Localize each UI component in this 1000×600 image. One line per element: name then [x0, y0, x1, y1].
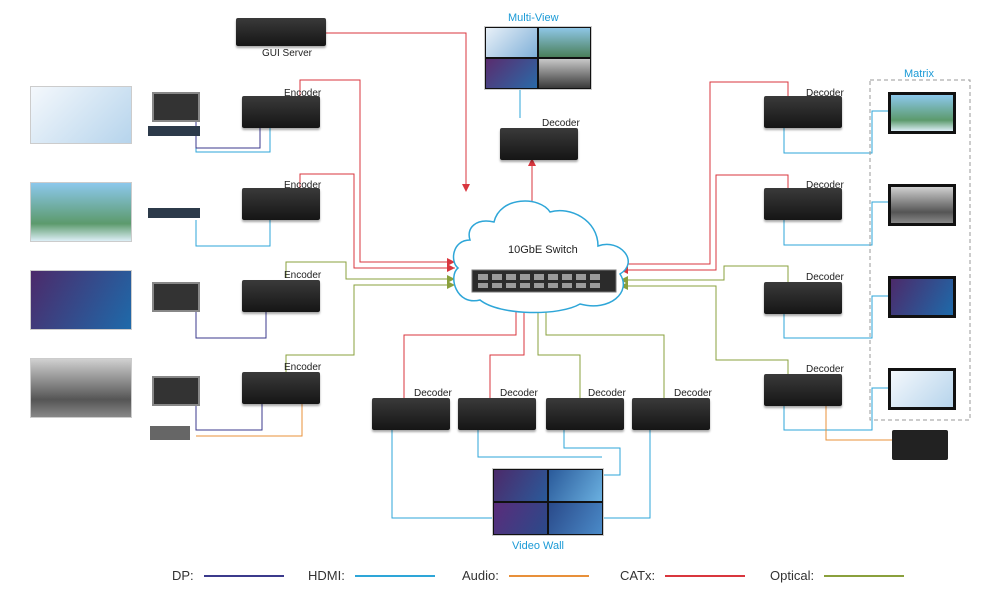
matrix-frame — [869, 79, 971, 421]
media-player-2 — [148, 208, 200, 218]
hdmi-wire-m2 — [783, 201, 888, 246]
hdmi-wire-enc2 — [195, 216, 271, 247]
multi-view-display — [484, 26, 592, 90]
hdmi-wire-wall3 — [563, 430, 621, 476]
catx-wire-wall2 — [489, 305, 525, 408]
matrix-display-car — [888, 184, 956, 226]
encoder-4-label: Encoder — [284, 362, 322, 373]
video-wall-title: Video Wall — [512, 540, 564, 552]
optical-wire-wall3 — [537, 305, 581, 408]
hdmi-wire-wall4 — [602, 430, 651, 519]
legend-line-audio — [508, 574, 589, 577]
matrix-display-flower — [888, 276, 956, 318]
laptop-3 — [152, 282, 200, 312]
matrix-decoder-2 — [764, 188, 842, 220]
hdmi-wire-m1 — [783, 110, 888, 154]
media-player-1 — [148, 126, 200, 136]
wall-decoder-4 — [632, 398, 710, 430]
switch-label: 10GbE Switch — [508, 244, 578, 256]
legend-item-dp: DP: — [172, 568, 284, 583]
matrix-decoder-4 — [764, 374, 842, 406]
wall-decoder-3-label: Decoder — [588, 388, 626, 399]
source-image-car — [30, 358, 132, 418]
optical-wire-enc4 — [285, 284, 455, 372]
matrix-display-lake — [888, 92, 956, 134]
source-image-lake — [30, 182, 132, 242]
optical-wire-mdec4 — [620, 285, 789, 384]
multi-view-decoder — [500, 128, 578, 160]
video-wall-display — [492, 468, 604, 536]
wall-decoder-2 — [458, 398, 536, 430]
source-image-chart — [30, 86, 132, 144]
wall-decoder-2-label: Decoder — [500, 388, 538, 399]
wall-decoder-4-label: Decoder — [674, 388, 712, 399]
legend-line-hdmi — [354, 574, 435, 577]
encoder-3 — [242, 280, 320, 312]
hdmi-wire-m4 — [783, 387, 888, 431]
encoder-4 — [242, 372, 320, 404]
encoder-1-label: Encoder — [284, 88, 322, 99]
laptop-4 — [152, 376, 200, 406]
hdmi-wire-wall1 — [391, 430, 492, 519]
network-switch — [471, 269, 617, 293]
optical-wire-wall4 — [545, 305, 665, 408]
cloud-shape — [452, 200, 629, 314]
legend-label-optical: Optical: — [770, 568, 815, 583]
legend-label-hdmi: HDMI: — [308, 568, 345, 583]
legend-line-dp — [203, 574, 284, 577]
dp-wire-enc3 — [195, 308, 267, 339]
legend-item-hdmi: HDMI: — [308, 568, 435, 583]
source-image-flower — [30, 270, 132, 330]
matrix-decoder-2-label: Decoder — [806, 180, 844, 191]
catx-wire-mdec2 — [620, 174, 789, 271]
matrix-title: Matrix — [904, 68, 934, 80]
wall-decoder-1 — [372, 398, 450, 430]
dp-wire-enc4 — [195, 402, 263, 431]
legend-label-audio: Audio: — [462, 568, 499, 583]
catx-wire-wall1 — [403, 305, 517, 408]
legend-item-optical: Optical: — [770, 568, 905, 583]
wall-decoder-3 — [546, 398, 624, 430]
matrix-decoder-3 — [764, 282, 842, 314]
matrix-decoder-4-label: Decoder — [806, 364, 844, 375]
legend-label-dp: DP: — [172, 568, 194, 583]
matrix-decoder-1-label: Decoder — [806, 88, 844, 99]
laptop-1 — [152, 92, 200, 122]
encoder-2-label: Encoder — [284, 180, 322, 191]
optical-wire-enc3 — [285, 261, 455, 280]
gui-server-label: GUI Server — [262, 48, 313, 59]
legend-item-audio: Audio: — [462, 568, 589, 583]
encoder-2 — [242, 188, 320, 220]
legend-line-optical — [824, 574, 905, 577]
audio-wire-m4 — [825, 404, 892, 441]
catx-wire-mdec1 — [620, 81, 789, 265]
multi-view-title: Multi-View — [508, 12, 559, 24]
matrix-decoder-3-label: Decoder — [806, 272, 844, 283]
hdmi-wire-wall2 — [477, 430, 602, 458]
encoder-1 — [242, 96, 320, 128]
legend-label-catx: CATx: — [620, 568, 656, 583]
gui-server-device — [236, 18, 326, 46]
wall-decoder-1-label: Decoder — [414, 388, 452, 399]
catx-wire-enc1 — [299, 79, 455, 263]
legend-line-catx — [665, 574, 746, 577]
optical-wire-mdec3 — [620, 265, 789, 290]
audio-wire-enc4 — [196, 404, 303, 437]
audio-source-device — [150, 426, 190, 440]
matrix-display-chart — [888, 368, 956, 410]
multi-view-decoder-label: Decoder — [542, 118, 580, 129]
speaker-system — [892, 430, 948, 460]
encoder-3-label: Encoder — [284, 270, 322, 281]
legend-item-catx: CATx: — [620, 568, 746, 583]
matrix-decoder-1 — [764, 96, 842, 128]
hdmi-wire-m3 — [783, 295, 888, 339]
catx-wire-enc2 — [299, 173, 455, 269]
catx-wire-gui — [326, 32, 467, 188]
